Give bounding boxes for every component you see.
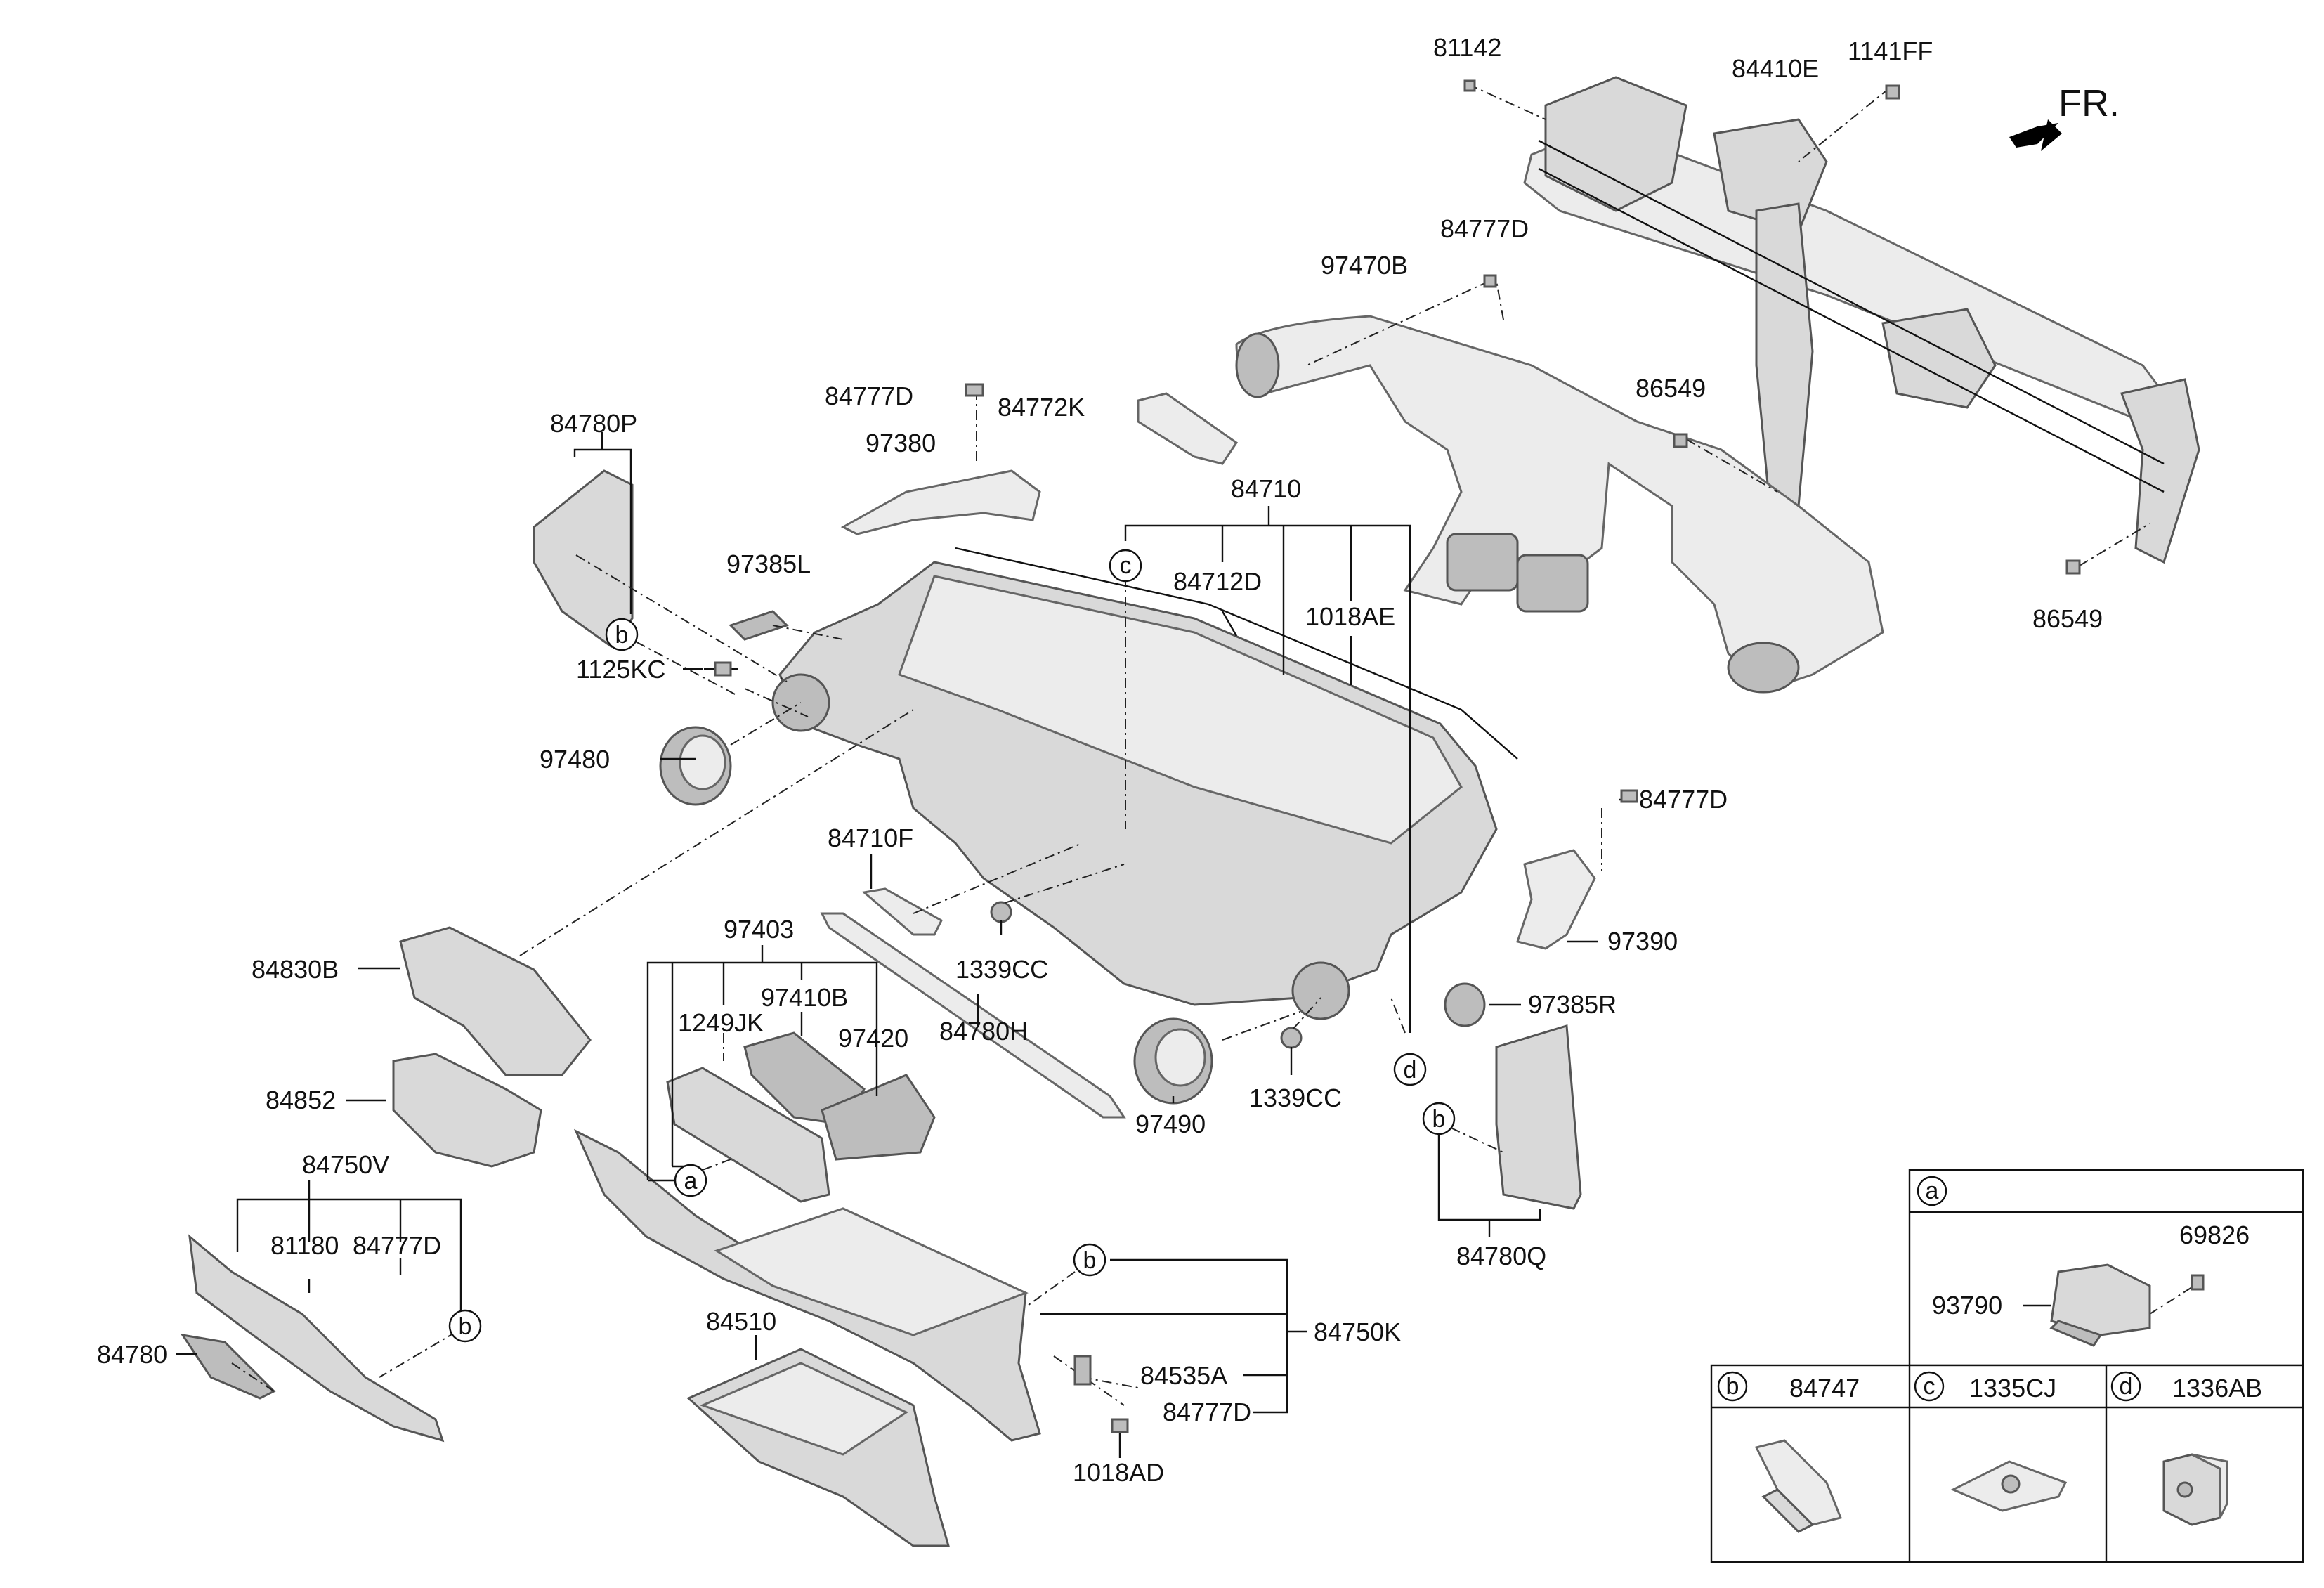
lower-panel-left [180, 1234, 445, 1443]
legend-a-part-image [2049, 1263, 2205, 1347]
callout-b-2: b [1422, 1102, 1456, 1135]
steering-column-shroud-lower [392, 1053, 542, 1168]
legend-label-84747: 84747 [1789, 1374, 1860, 1402]
callout-c-1: c [1109, 549, 1142, 583]
label-84777D-5: 84777D [1163, 1398, 1251, 1426]
callout-d-letter: d [1404, 1057, 1417, 1083]
glove-box [686, 1348, 950, 1547]
front-direction-arrow [2009, 119, 2062, 151]
nut-1339CC-a [990, 901, 1012, 923]
label-97420: 97420 [838, 1024, 908, 1053]
vent-grille-left [729, 610, 789, 641]
nut-1339CC-b [1280, 1027, 1303, 1049]
cowl-crossbar-member [1523, 76, 2200, 564]
label-84780H: 84780H [939, 1017, 1028, 1046]
label-97490: 97490 [1135, 1109, 1206, 1138]
callout-b-letter: b [1083, 1247, 1097, 1274]
label-84510: 84510 [706, 1307, 776, 1336]
label-84410E: 84410E [1732, 54, 1819, 83]
callout-b-3: b [448, 1309, 482, 1343]
label-97480: 97480 [540, 745, 610, 774]
label-84780: 84780 [97, 1340, 167, 1369]
callout-a-1: a [674, 1164, 707, 1197]
callout-b-letter: b [1432, 1106, 1446, 1133]
legend-d-letter: d [2120, 1373, 2133, 1400]
part-labels: FR. 81142 84410E 1141FF 84777D 97470B 86… [97, 33, 2120, 1487]
legend-a-letter: a [1926, 1178, 1939, 1204]
legend-cell-b: b 84747 [1717, 1371, 1860, 1533]
side-air-vent-right [1133, 1017, 1213, 1105]
label-84777D-3: 84777D [1639, 785, 1728, 814]
clip-1335CJ-image [1950, 1460, 2068, 1512]
callout-d-1: d [1393, 1053, 1427, 1086]
steering-column-shroud-upper [399, 926, 592, 1076]
callout-b-1: b [605, 618, 639, 651]
label-86549-a: 86549 [1636, 374, 1706, 403]
legend-b-letter: b [1726, 1373, 1739, 1400]
label-84535A: 84535A [1140, 1361, 1227, 1390]
label-1141FF: 1141FF [1848, 37, 1933, 65]
garnish-84780H [820, 912, 1126, 1119]
side-cover-right [1495, 1024, 1582, 1210]
label-97403: 97403 [724, 915, 794, 944]
label-97380: 97380 [866, 429, 936, 457]
label-97410B: 97410B [761, 983, 848, 1012]
label-84830B: 84830B [252, 955, 339, 984]
label-84780Q: 84780Q [1456, 1242, 1546, 1270]
front-direction-label: FR. [2058, 82, 2120, 124]
callout-c-letter: c [1120, 552, 1132, 579]
label-97470B: 97470B [1321, 251, 1408, 280]
crash-pad-main [771, 547, 1518, 1020]
center-vent-assembly [666, 1031, 936, 1203]
label-84852: 84852 [266, 1086, 336, 1114]
callout-b-letter: b [615, 622, 629, 649]
callout-b-letter: b [459, 1313, 472, 1340]
clip-84747-image [1754, 1439, 1843, 1533]
label-97390: 97390 [1607, 927, 1678, 956]
label-84750V: 84750V [302, 1150, 389, 1179]
label-86549-b: 86549 [2032, 604, 2103, 633]
callout-a-letter: a [684, 1168, 698, 1195]
label-1125KC: 1125KC [576, 655, 665, 684]
air-duct [1235, 315, 1884, 694]
legend-table: a 69826 93790 b 84747 c 1335CJ [1710, 1169, 2304, 1563]
label-84772K: 84772K [998, 393, 1085, 422]
legend-cell-c: c 1335CJ [1914, 1371, 2068, 1512]
side-air-vent-left [659, 726, 732, 806]
duct-97390 [1516, 849, 1596, 950]
vent-grille-right [1444, 982, 1486, 1027]
label-84777D-2: 84777D [825, 382, 913, 410]
callout-b-4: b [1073, 1243, 1106, 1277]
clip-1336AB-image [2162, 1453, 2228, 1526]
legend-c-letter: c [1924, 1373, 1935, 1400]
legend-label-69826: 69826 [2179, 1221, 2250, 1249]
cover-strip [1137, 392, 1239, 465]
fasteners [714, 79, 2081, 1433]
label-97385L: 97385L [726, 549, 811, 578]
label-84712D: 84712D [1173, 567, 1262, 596]
label-1018AD: 1018AD [1073, 1458, 1164, 1487]
label-1339CC-b: 1339CC [1249, 1083, 1342, 1112]
label-84777D-4: 84777D [353, 1231, 441, 1260]
legend-label-1335CJ: 1335CJ [1969, 1374, 2056, 1402]
label-81180: 81180 [270, 1231, 339, 1260]
label-1249JK: 1249JK [678, 1008, 764, 1037]
label-84777D-top: 84777D [1440, 214, 1529, 243]
label-1339CC-a: 1339CC [955, 955, 1048, 984]
label-1018AE: 1018AE [1305, 602, 1395, 631]
label-81142: 81142 [1433, 33, 1501, 62]
label-84710F: 84710F [828, 824, 913, 852]
label-84750K: 84750K [1314, 1317, 1401, 1346]
lower-center-panel [573, 1128, 1041, 1442]
defroster-nozzle [840, 469, 1041, 535]
legend-label-1336AB: 1336AB [2172, 1374, 2262, 1402]
garnish-84710F [861, 887, 943, 936]
label-97385R: 97385R [1528, 990, 1617, 1019]
label-84780P: 84780P [550, 409, 637, 438]
legend-cell-d: d 1336AB [2110, 1371, 2262, 1526]
legend-label-93790: 93790 [1932, 1291, 2002, 1320]
label-84710: 84710 [1231, 474, 1301, 503]
